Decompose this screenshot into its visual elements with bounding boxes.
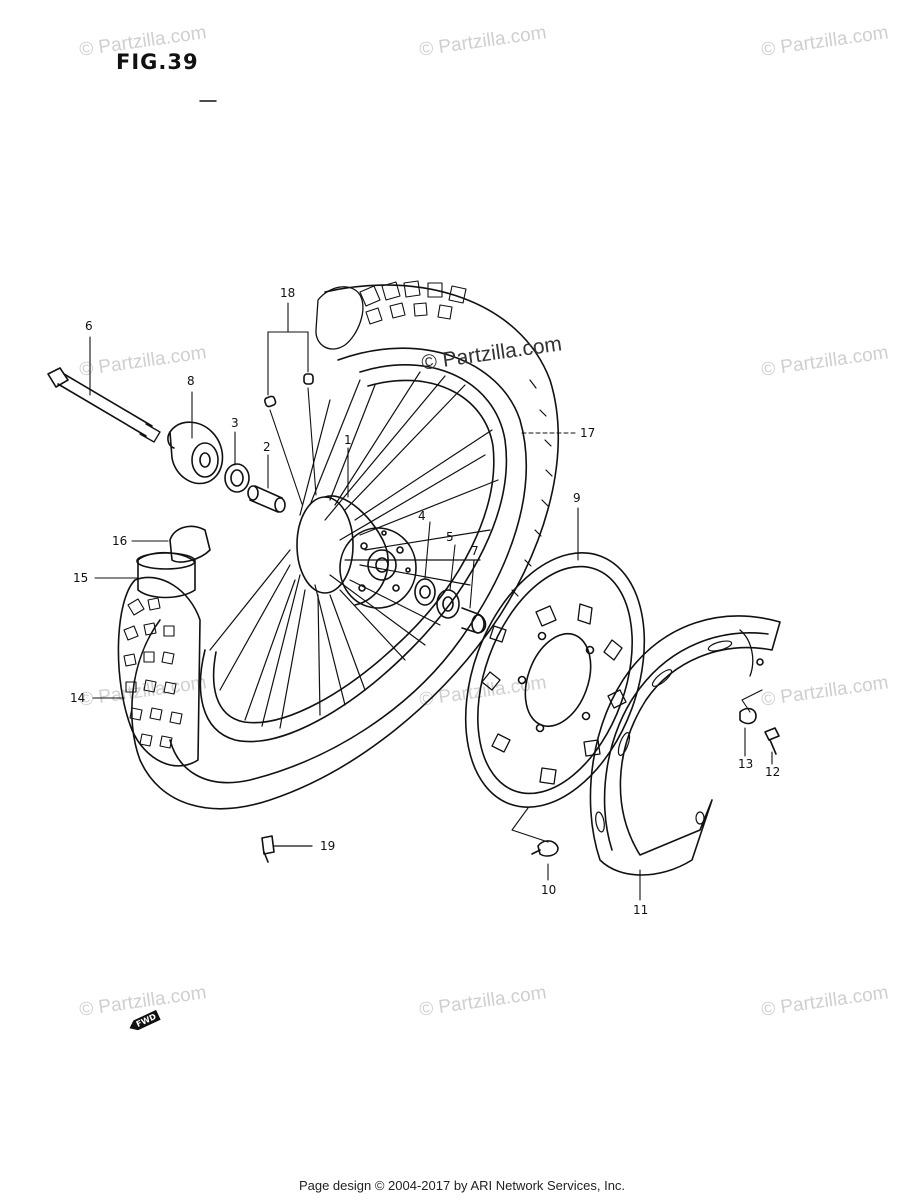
disc-cover — [589, 615, 781, 876]
callout-19[interactable]: 19 — [320, 839, 336, 853]
front-tire — [117, 576, 201, 767]
callout-9[interactable]: 9 — [573, 491, 581, 505]
oil-seal — [436, 589, 460, 619]
bearing-left — [224, 463, 250, 493]
callout-10[interactable]: 10 — [541, 883, 557, 897]
tire-outline — [131, 284, 560, 810]
washer — [739, 707, 757, 725]
callout-3[interactable]: 3 — [231, 416, 239, 430]
figure-title: FIG.39 — [116, 50, 199, 74]
callout-8[interactable]: 8 — [187, 374, 195, 388]
callout-1[interactable]: 1 — [344, 433, 352, 447]
callout-6[interactable]: 6 — [85, 319, 93, 333]
speedo-gearbox — [169, 421, 224, 485]
bearing-right — [414, 578, 436, 606]
callout-12[interactable]: 12 — [765, 765, 781, 779]
hub-left-flange — [296, 496, 354, 594]
valve-clamp — [261, 835, 275, 863]
brake-disc — [464, 552, 646, 808]
callout-18[interactable]: 18 — [280, 286, 296, 300]
callout-13[interactable]: 13 — [738, 757, 754, 771]
callout-2[interactable]: 2 — [263, 440, 271, 454]
callout-7[interactable]: 7 — [471, 544, 479, 558]
callout-4[interactable]: 4 — [418, 509, 426, 523]
callout-17[interactable]: 17 — [580, 426, 596, 440]
hub-right-flange — [339, 527, 417, 609]
rim-band — [169, 525, 211, 563]
spacer — [249, 485, 283, 513]
callout-11[interactable]: 11 — [633, 903, 649, 917]
tube — [137, 551, 196, 599]
callout-14[interactable]: 14 — [70, 691, 86, 705]
cover-bolt — [764, 727, 780, 755]
disc-bolt — [531, 840, 559, 857]
rim — [199, 364, 508, 743]
page-footer: Page design © 2004-2017 by ARI Network S… — [298, 1178, 626, 1193]
axle — [47, 367, 69, 388]
callout-15[interactable]: 15 — [73, 571, 89, 585]
callout-16[interactable]: 16 — [112, 534, 128, 548]
callout-5[interactable]: 5 — [446, 530, 454, 544]
